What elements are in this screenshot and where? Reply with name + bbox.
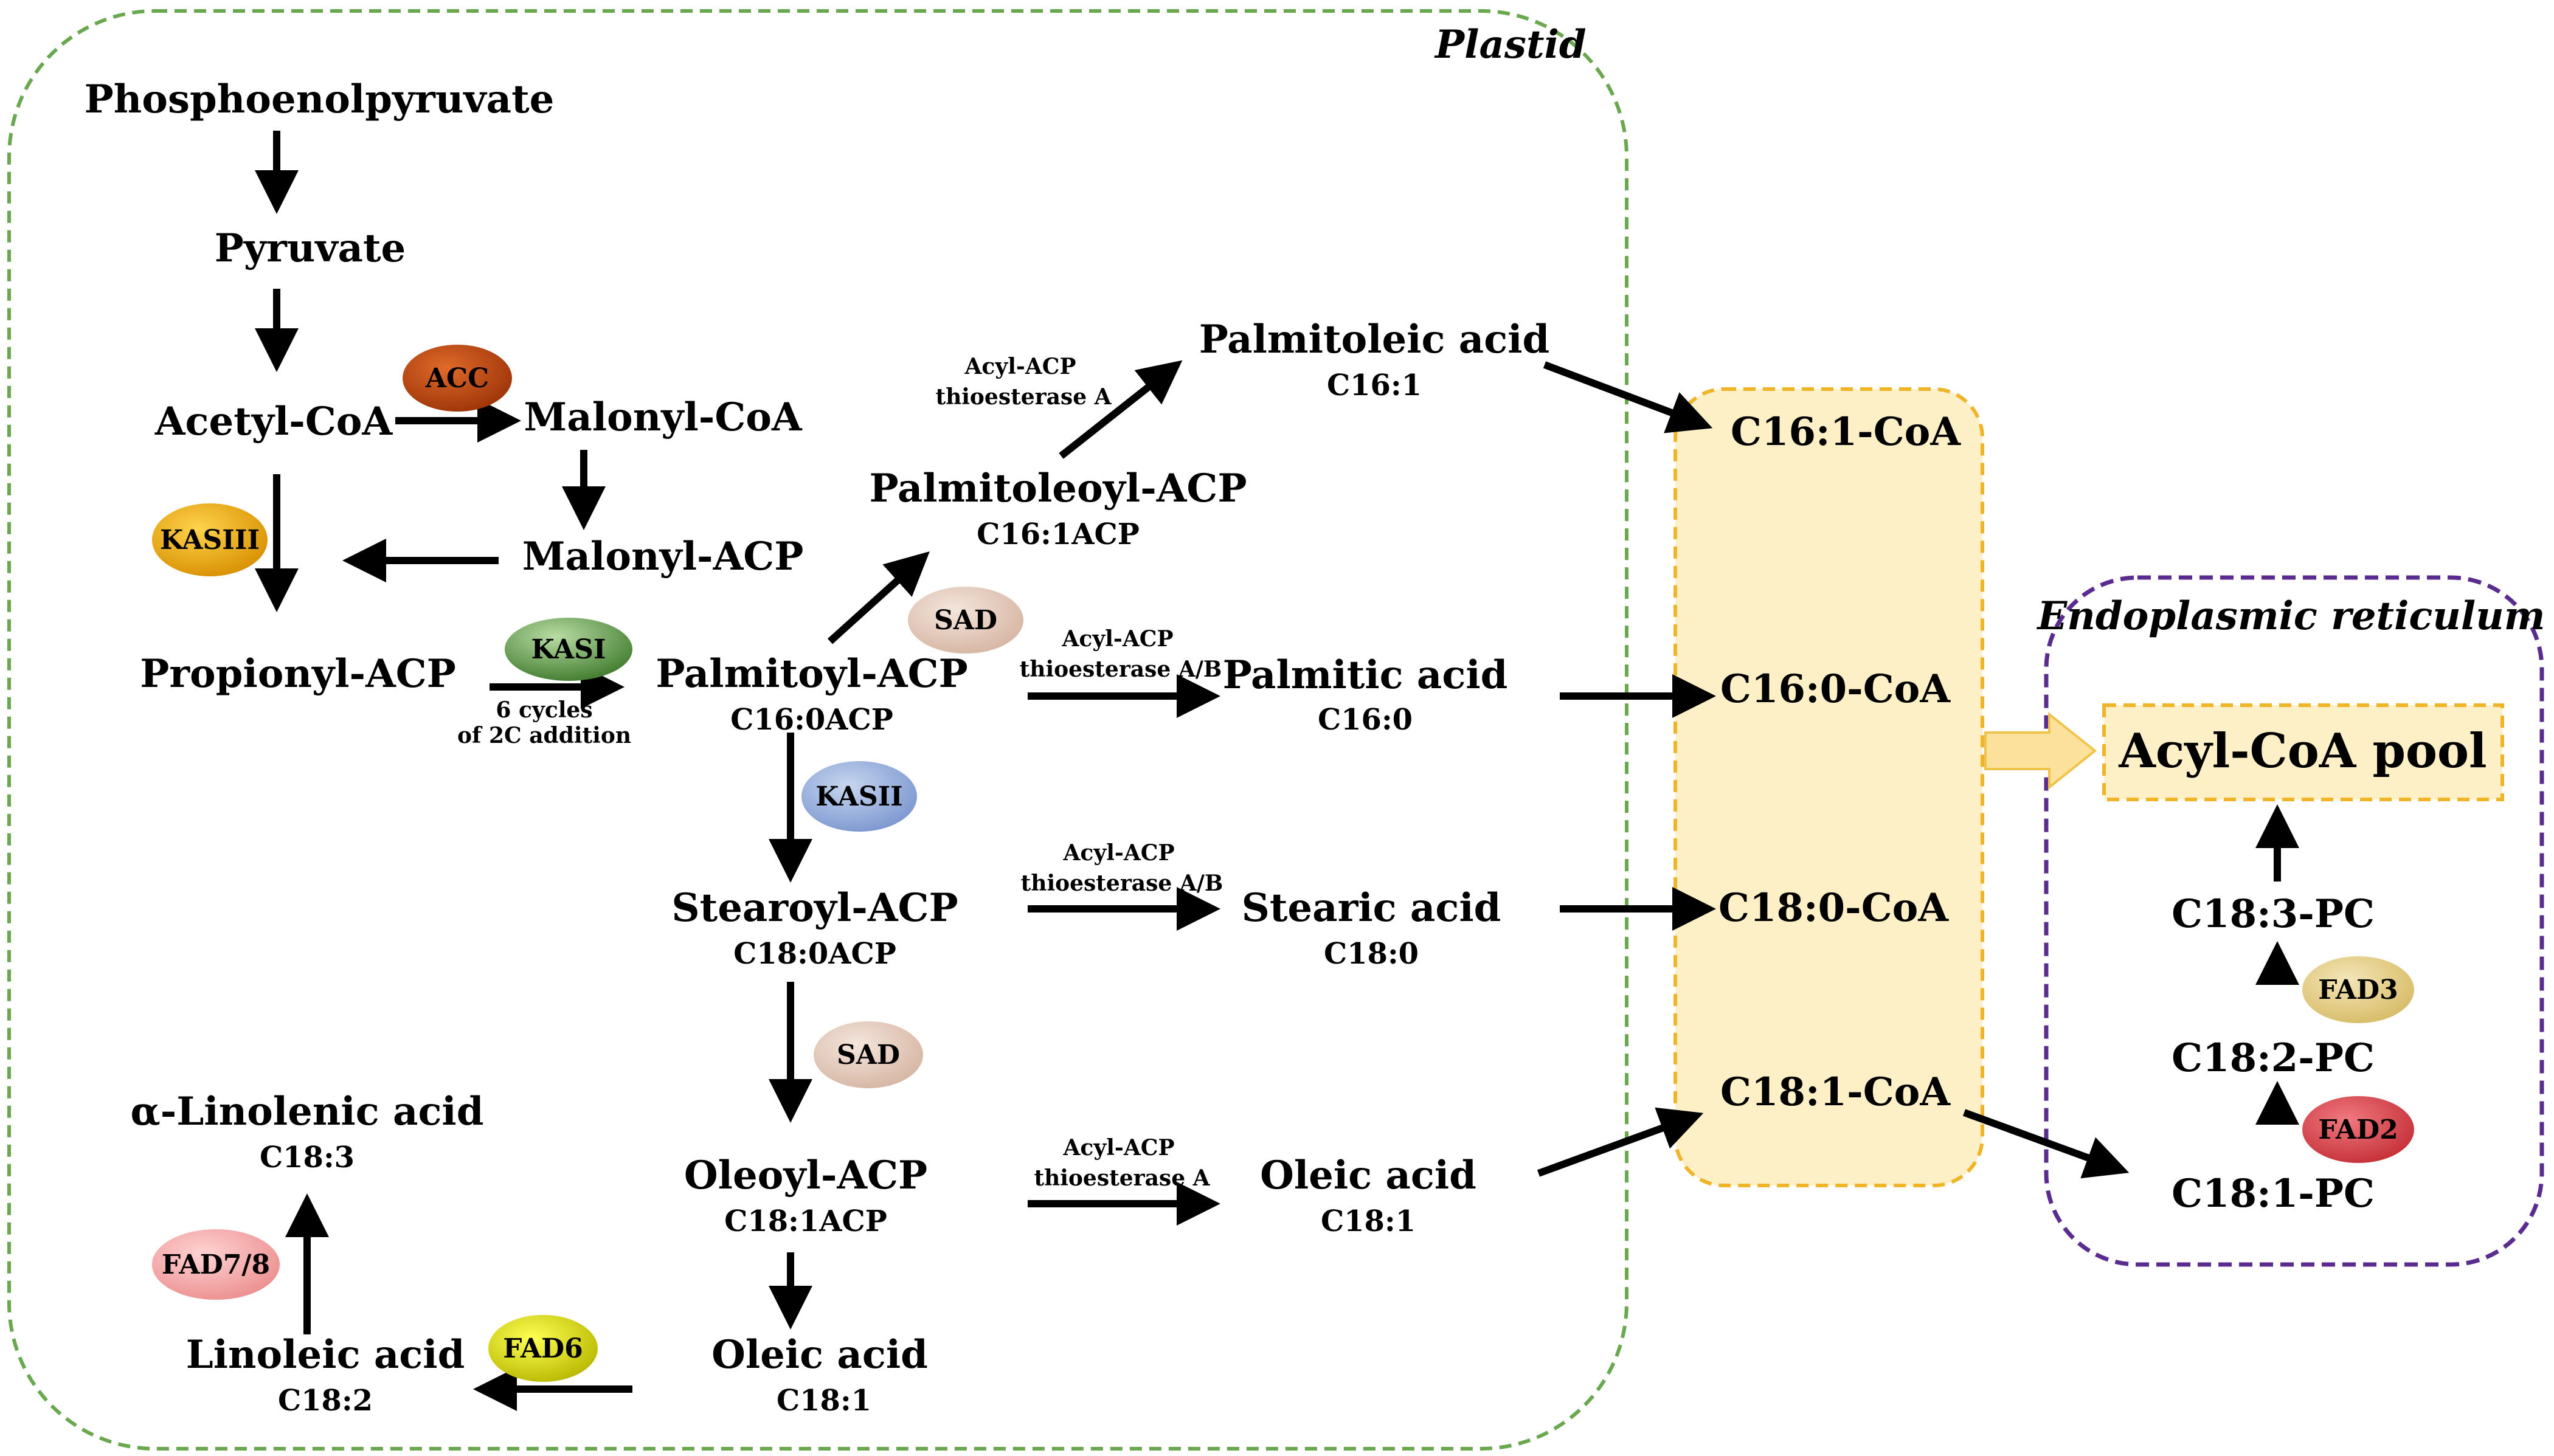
te-ab-2-line1: Acyl-ACP (1062, 840, 1174, 866)
palmitic-acid-label: Palmitic acid (1223, 652, 1508, 698)
transfer-arrow (1984, 711, 2097, 790)
oleoyl-acp-sub: C18:1ACP (724, 1204, 887, 1238)
c183-pc-label: C18:3-PC (2172, 891, 2375, 937)
stearic-acid-sub: C18:0 (1324, 937, 1419, 971)
linolenic-acid-label: α-Linolenic acid (131, 1089, 484, 1134)
te-a-bot-line2: thioesterase A (1034, 1165, 1210, 1191)
coa-column-box (1673, 387, 1984, 1187)
palmitoleic-acid-label: Palmitoleic acid (1199, 317, 1550, 362)
c161-coa-label: C16:1-CoA (1731, 409, 1961, 455)
acc-enzyme (403, 345, 512, 412)
palmitoleic-acid-sub: C16:1 (1327, 368, 1422, 402)
te-ab-1-line2: thioesterase A/B (1020, 657, 1222, 682)
palmitoleoyl-acp-label: Palmitoleoyl-ACP (870, 466, 1247, 511)
sad-mid-enzyme (814, 1021, 923, 1088)
te-a-bot-line1: Acyl-ACP (1062, 1135, 1174, 1161)
te-a-top-line2: thioesterase A (935, 384, 1112, 410)
linoleic-acid-sub: C18:2 (278, 1384, 373, 1418)
fad3-enzyme (2302, 956, 2414, 1023)
kasi-label: KASI (531, 634, 606, 665)
sad-top-enzyme (908, 587, 1023, 654)
oleic-acid-bottom-label: Oleic acid (711, 1332, 928, 1378)
palmitoyl-acp-sub: C16:0ACP (730, 703, 893, 737)
acyl-coa-pool-label: Acyl-CoA pool (2118, 723, 2487, 779)
kasii-label: KASII (815, 781, 903, 812)
te-ab-2-line2: thioesterase A/B (1021, 871, 1223, 896)
arrow-palmitoleoyl-palmitoleic (1059, 360, 1183, 459)
fad2-enzyme (2302, 1096, 2414, 1163)
stearoyl-acp-label: Stearoyl-ACP (671, 885, 958, 931)
c181-coa-label: C18:1-CoA (1720, 1069, 1951, 1115)
te-ab-1-line1: Acyl-ACP (1061, 626, 1173, 652)
kasi-enzyme (505, 618, 632, 681)
kasiii-label: KASIII (160, 525, 260, 556)
arrow-palmitoyl-palmitoleoyl (827, 551, 930, 644)
stearic-acid-label: Stearic acid (1242, 885, 1501, 931)
oleic-acid-right-label: Oleic acid (1260, 1153, 1476, 1198)
fad78-label: FAD7/8 (162, 1249, 270, 1280)
pep-label: Phosphoenolpyruvate (85, 77, 555, 122)
malonyl-acp-label: Malonyl-ACP (522, 534, 804, 579)
oleic-acid-right-sub: C18:1 (1321, 1204, 1416, 1238)
acyl-coa-pool-box (2102, 703, 2504, 801)
oleic-acid-bottom-sub: C18:1 (777, 1384, 871, 1418)
fad3-label: FAD3 (2318, 975, 2398, 1006)
palmitoleoyl-acp-sub: C16:1ACP (977, 517, 1140, 551)
sad-mid-label: SAD (837, 1040, 900, 1071)
palmitoyl-acp-label: Palmitoyl-ACP (656, 651, 967, 697)
palmitic-acid-sub: C16:0 (1318, 703, 1413, 737)
er-compartment (2044, 575, 2544, 1267)
acc-label: ACC (425, 363, 489, 394)
linoleic-acid-label: Linoleic acid (186, 1332, 465, 1378)
fad6-label: FAD6 (503, 1333, 583, 1364)
er-label: Endoplasmic reticulum (2037, 593, 2545, 639)
kasi-cycles-line2: of 2C addition (457, 723, 631, 748)
propionyl-acp-label: Propionyl-ACP (140, 651, 456, 697)
fad2-label: FAD2 (2318, 1114, 2398, 1145)
c160-coa-label: C16:0-CoA (1720, 666, 1951, 712)
kasi-cycles-line1: 6 cycles (496, 697, 592, 723)
acetyl-coa-label: Acetyl-CoA (154, 399, 393, 444)
oleoyl-acp-label: Oleoyl-ACP (684, 1153, 927, 1198)
plastid-label: Plastid (1434, 22, 1587, 67)
c181-pc-label: C18:1-PC (2172, 1171, 2375, 1216)
c182-pc-label: C18:2-PC (2172, 1035, 2375, 1081)
sad-top-label: SAD (934, 605, 997, 636)
pyruvate-label: Pyruvate (215, 226, 406, 271)
fad78-enzyme (152, 1229, 280, 1300)
stearoyl-acp-sub: C18:0ACP (733, 937, 896, 971)
arrow-oleic-c181coa (1537, 1107, 1704, 1177)
fad6-enzyme (488, 1315, 598, 1382)
linolenic-acid-sub: C18:3 (260, 1140, 355, 1175)
kasiii-enzyme (152, 503, 268, 576)
te-a-top-line1: Acyl-ACP (964, 354, 1076, 379)
arrow-palmitoleic-c161coa (1543, 361, 1713, 433)
malonyl-coa-label: Malonyl-CoA (524, 395, 803, 440)
kasii-enzyme (801, 761, 917, 832)
c180-coa-label: C18:0-CoA (1718, 885, 1949, 931)
arrow-c181coa-c181pc (1962, 1109, 2130, 1179)
plastid-compartment (7, 9, 1628, 1451)
